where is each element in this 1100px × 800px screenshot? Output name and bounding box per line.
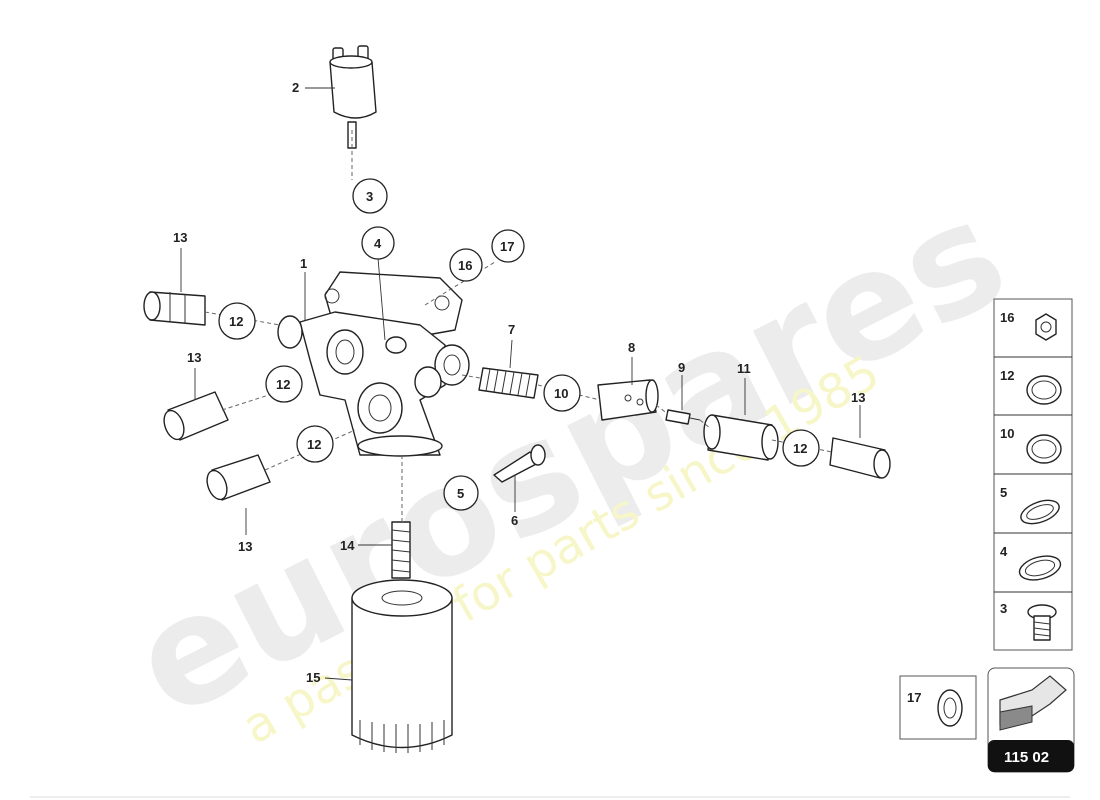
callout-circle-4: [361, 226, 395, 260]
callout-circle-16: [449, 248, 483, 282]
arrow-icon: [999, 675, 1067, 731]
spring: [478, 367, 539, 399]
leader-lines: [180, 87, 861, 681]
temperature-sender: [665, 409, 701, 425]
extra-item-box: 17: [899, 675, 977, 740]
union-fitting-3: [206, 454, 271, 501]
callout-13-a: 13: [173, 230, 187, 245]
adapter-fitting: [703, 414, 779, 461]
legend-label-12: 12: [1000, 368, 1014, 383]
callout-circle-17: [491, 229, 525, 263]
callout-circle-12-d: [782, 429, 820, 467]
extra-item-label-17: 17: [907, 690, 921, 705]
callout-9: 9: [678, 360, 685, 375]
callout-14: 14: [340, 538, 355, 553]
seal-ring-icon-12: [1026, 375, 1062, 405]
union-fitting-2: [163, 391, 229, 441]
callout-17: 17: [500, 239, 514, 254]
bolt-icon: [1027, 604, 1057, 641]
callout-circle-12-b: [265, 365, 303, 403]
callouts: 2 3 4 16 17 1 13 13 13 13 12 12 12 12 7 …: [173, 80, 865, 685]
legend-label-16: 16: [1000, 310, 1014, 325]
relief-valve: [597, 379, 659, 421]
callout-16: 16: [458, 258, 472, 273]
callout-13-c: 13: [238, 539, 252, 554]
callout-7: 7: [508, 322, 515, 337]
callout-4: 4: [374, 236, 382, 251]
callout-15: 15: [306, 670, 320, 685]
seal-ring-icon-10: [1026, 434, 1062, 464]
washer-icon: [937, 689, 963, 727]
pressure-switch: [329, 45, 377, 149]
legend-label-5: 5: [1000, 485, 1007, 500]
oil-filter-housing: [277, 271, 470, 457]
nut-icon: [1035, 313, 1057, 341]
reference-code: 115 02: [1004, 749, 1049, 766]
callout-2: 2: [292, 80, 299, 95]
seal-ring-icon-4: [1018, 555, 1062, 581]
callout-6: 6: [511, 513, 518, 528]
legend-label-4: 4: [1000, 544, 1008, 559]
callout-1: 1: [300, 256, 307, 271]
threaded-stud: [391, 521, 411, 579]
union-fitting-1: [143, 291, 206, 326]
callout-circle-12-c: [296, 425, 334, 463]
oil-filter: [351, 579, 453, 753]
callout-12-c: 12: [307, 437, 321, 452]
reference-box: 115 02: [987, 667, 1075, 773]
callout-8: 8: [628, 340, 635, 355]
sensor-probe: [493, 444, 546, 483]
callout-13-b: 13: [187, 350, 201, 365]
callout-12-b: 12: [276, 377, 290, 392]
callout-10: 10: [554, 386, 568, 401]
legend-label-3: 3: [1000, 601, 1007, 616]
callout-13-d: 13: [851, 390, 865, 405]
callout-12-d: 12: [793, 441, 807, 456]
callout-circle-10: [543, 374, 581, 412]
seal-ring-icon-5: [1020, 499, 1060, 525]
union-fitting-4: [829, 437, 891, 479]
callout-circle-3: [352, 178, 388, 214]
callout-5: 5: [457, 486, 464, 501]
callout-11: 11: [737, 361, 751, 376]
callout-circle-5: [443, 475, 479, 511]
legend-label-10: 10: [1000, 426, 1014, 441]
callout-12-a: 12: [229, 314, 243, 329]
callout-3: 3: [366, 189, 373, 204]
legend-panel: 16 12 10 5 4 3: [993, 298, 1073, 651]
callout-circle-12-a: [218, 302, 256, 340]
